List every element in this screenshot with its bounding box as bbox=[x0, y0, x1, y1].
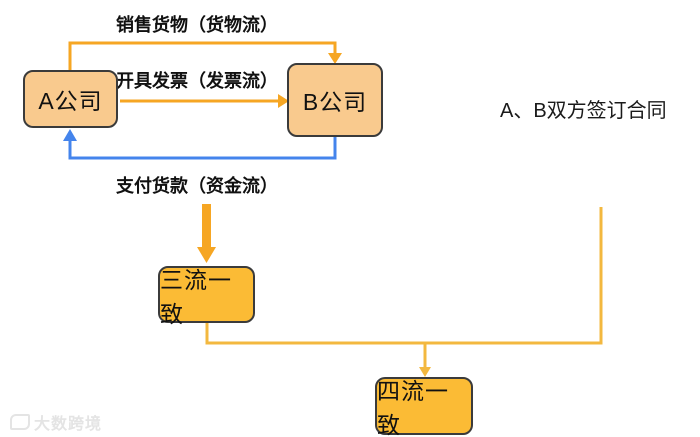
payment-flow-arrow-line bbox=[68, 137, 337, 160]
contract-annotation: A、B双方签订合同 bbox=[500, 100, 667, 122]
three-flows-arrow-shaft bbox=[202, 204, 211, 248]
goods-flow-label: 销售货物（货物流） bbox=[116, 15, 278, 35]
watermark-text: 大数跨境 bbox=[34, 416, 103, 433]
watermark-logo-icon bbox=[10, 414, 30, 430]
node-four-flows: 四流一致 bbox=[375, 377, 473, 437]
payment-flow-label: 支付货款（资金流） bbox=[116, 176, 278, 196]
invoice-flow-label: 开具发票（发票流） bbox=[116, 71, 278, 91]
four-flows-connector-line bbox=[205, 207, 603, 345]
payment-flow-arrowhead-icon bbox=[63, 129, 77, 141]
watermark: 大数跨境 bbox=[10, 410, 102, 434]
node-company-a: A公司 bbox=[23, 70, 118, 128]
node-company-b: B公司 bbox=[287, 63, 383, 137]
node-three-flows: 三流一致 bbox=[158, 266, 255, 327]
